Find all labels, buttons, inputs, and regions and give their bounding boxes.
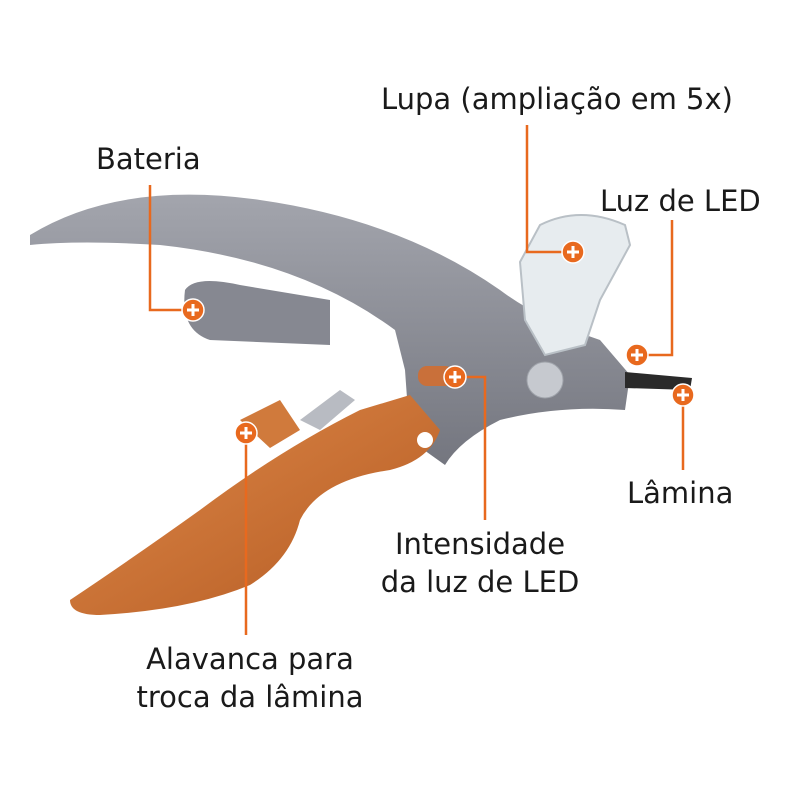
blade-plus-icon[interactable]	[671, 383, 695, 407]
led-intensity-line2: da luz de LED	[380, 565, 580, 599]
hotspot-markers	[181, 240, 695, 445]
led-plus-icon[interactable]	[625, 343, 649, 367]
battery-compartment	[184, 281, 330, 345]
led-intensity-label: Intensidade da luz de LED	[370, 525, 590, 601]
magnifier-label: Lupa (ampliação em 5x)	[381, 82, 733, 116]
blade-label: Lâmina	[627, 476, 734, 510]
lever-label: Alavanca para troca da lâmina	[120, 640, 380, 716]
orange-handle	[70, 395, 440, 615]
magnifier-plus-icon[interactable]	[561, 240, 585, 264]
intensity-plus-icon[interactable]	[443, 365, 467, 389]
lever-line2: troca da lâmina	[136, 680, 364, 714]
magnifier-lens	[518, 214, 632, 357]
lever-plus-icon[interactable]	[234, 421, 258, 445]
battery-plus-icon[interactable]	[181, 298, 205, 322]
blade	[625, 372, 692, 390]
clipper-body	[30, 194, 630, 465]
lever-line1: Alavanca para	[146, 642, 354, 676]
battery-label: Bateria	[96, 142, 201, 176]
led-light-label: Luz de LED	[600, 184, 761, 218]
led-intensity-line1: Intensidade	[394, 527, 566, 561]
blade-change-lever	[240, 400, 300, 448]
